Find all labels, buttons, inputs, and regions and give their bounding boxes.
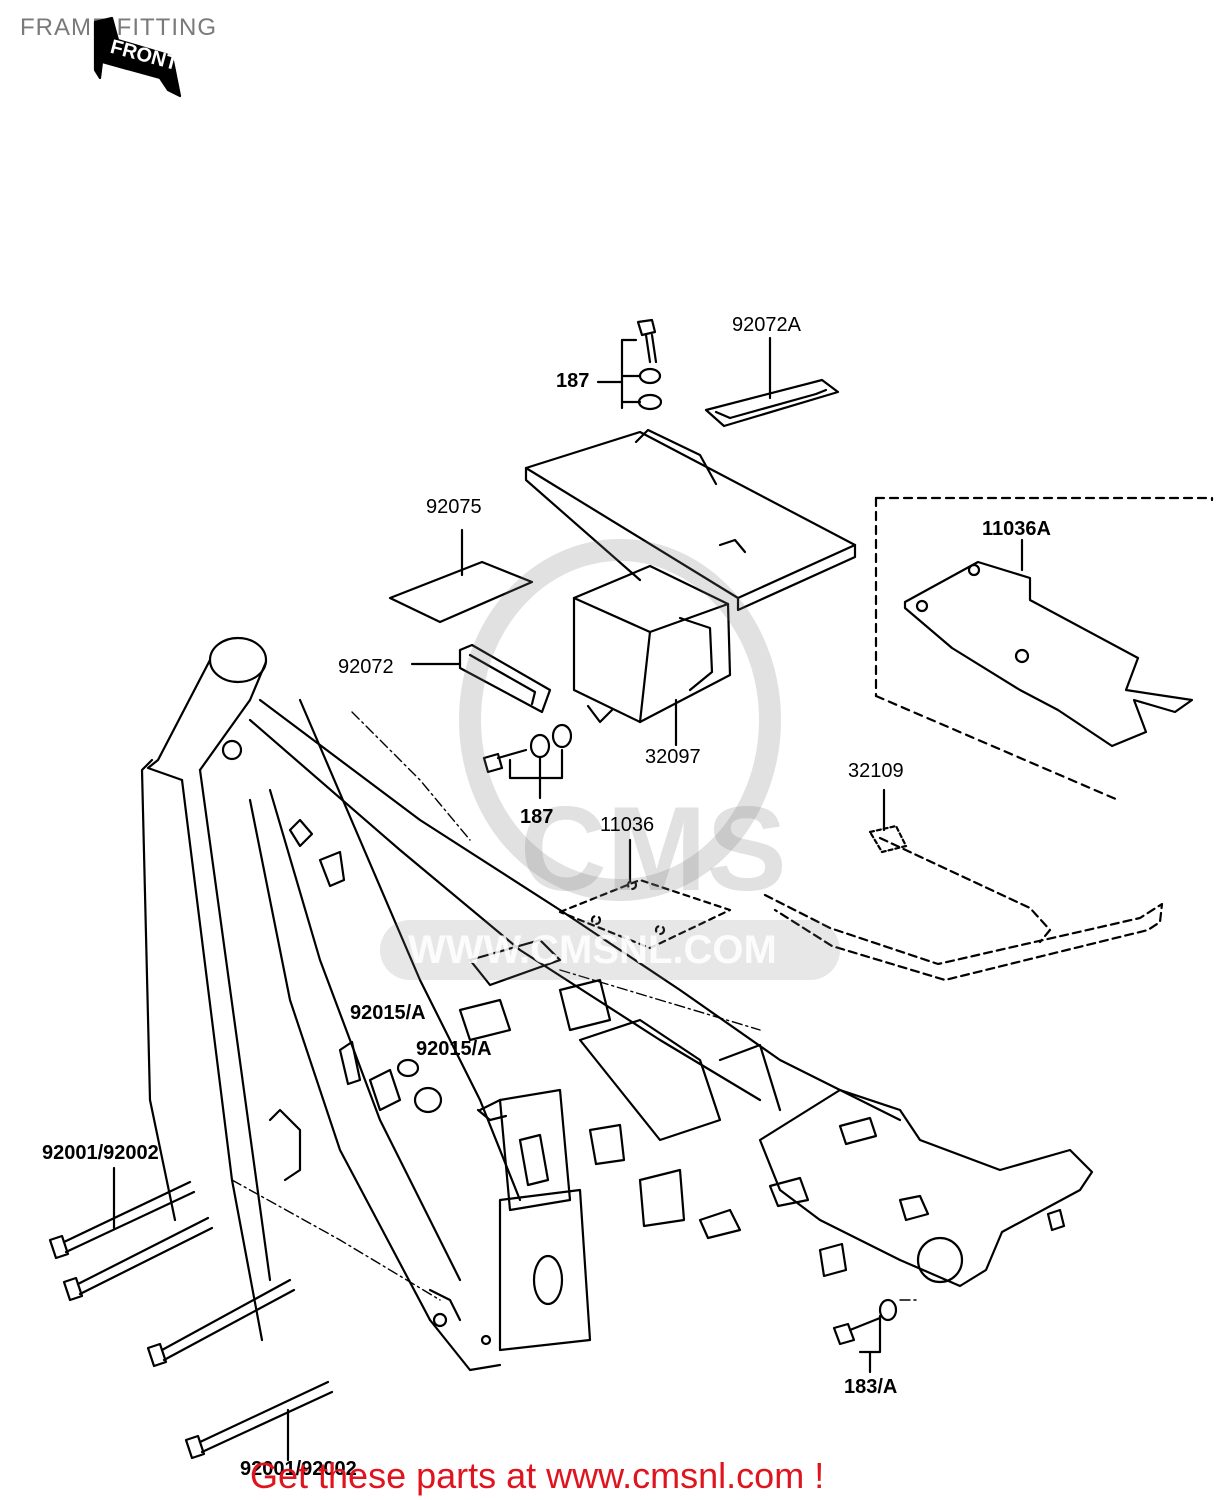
callout-92015A-1: 92015/A	[350, 1002, 426, 1024]
battery-tray-lid	[524, 428, 857, 612]
callout-32097: 32097	[645, 746, 701, 768]
frame-rear-section	[698, 1088, 1094, 1288]
callout-92075: 92075	[426, 496, 482, 518]
pad-92075	[388, 528, 534, 624]
clip-32109	[868, 788, 908, 854]
callout-92072: 92072	[338, 656, 394, 678]
bracket-11036A	[874, 496, 1214, 802]
callout-92015A-2: 92015/A	[416, 1038, 492, 1060]
bolt-187-top	[596, 318, 663, 411]
bolt-183A	[832, 1298, 898, 1374]
strap-92072	[410, 643, 552, 714]
callout-187-top: 187	[556, 370, 590, 392]
bolt-92001-b	[62, 1216, 214, 1302]
frame-backbone	[248, 698, 902, 1122]
frame-lower-rails	[268, 1040, 502, 1372]
strap-92072A	[704, 336, 840, 428]
bolt-92001-c	[146, 1278, 296, 1368]
watermark-url: WWW.CMSNL.COM	[408, 928, 777, 972]
guide-lines	[231, 711, 921, 1301]
callout-92001-bottom: 92001/92002	[240, 1458, 357, 1480]
callout-92001-top: 92001/92002	[42, 1142, 159, 1164]
callout-11036A: 11036A	[982, 518, 1051, 540]
footer-link[interactable]: Get these parts at www.cmsnl.com !	[250, 1455, 825, 1496]
frame-cross-members	[458, 938, 782, 1352]
rear-loop	[763, 836, 1164, 982]
bolt-92001-a	[48, 1180, 196, 1260]
callout-32109: 32109	[848, 760, 904, 782]
callout-92072A: 92072A	[732, 314, 801, 336]
callout-183A: 183/A	[844, 1376, 898, 1398]
bolt-92001-d	[184, 1380, 334, 1460]
callout-187-mid: 187	[520, 806, 554, 828]
bolt-187-mid	[482, 723, 573, 800]
watermark-brand: CMS	[520, 782, 787, 916]
battery-box-32097	[572, 564, 732, 747]
tray-11036	[558, 878, 732, 950]
callout-11036: 11036	[600, 814, 655, 836]
frame-down-tubes	[140, 698, 522, 1322]
